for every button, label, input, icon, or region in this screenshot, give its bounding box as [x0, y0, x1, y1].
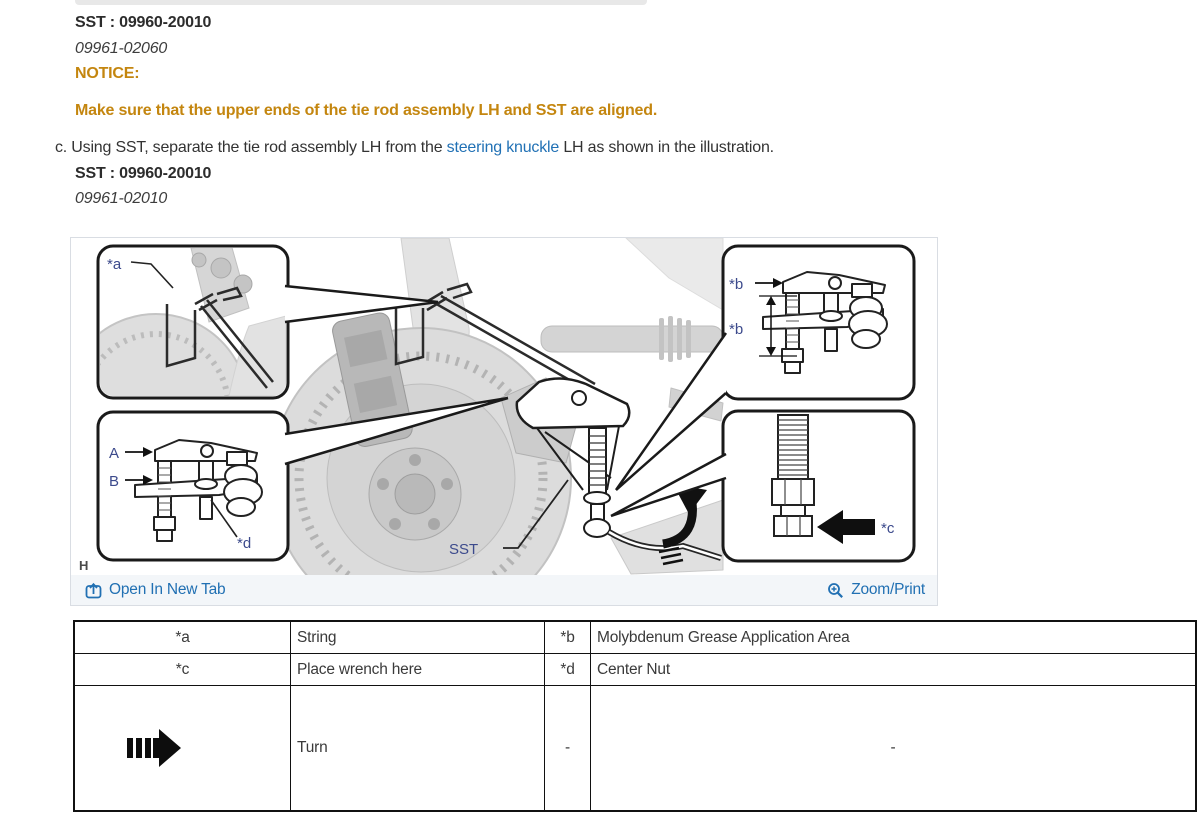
table-row: Turn - -: [73, 685, 1197, 812]
table-row: *c Place wrench here *d Center Nut: [73, 653, 1197, 686]
legend-table: *a String *b Molybdenum Grease Applicati…: [73, 620, 1197, 812]
open-in-new-tab-link[interactable]: Open In New Tab: [85, 581, 226, 599]
legend-key-b: *b: [544, 620, 591, 654]
callout-b1-label: *b: [729, 276, 743, 293]
steering-knuckle-link[interactable]: steering knuckle: [446, 139, 560, 156]
legend-key-turn: [73, 685, 291, 812]
legend-key-dash: -: [544, 685, 591, 812]
sst-part-1: 09961-02060: [75, 40, 168, 57]
inset-wrench-detail: *c: [721, 409, 916, 563]
legend-key-d: *d: [544, 653, 591, 686]
legend-value-a: String: [290, 620, 545, 654]
notice-text: Make sure that the upper ends of the tie…: [75, 102, 658, 119]
figure-toolbar: Open In New Tab Zoom/Print: [71, 575, 937, 605]
step-c-text-before: Using SST, separate the tie rod assembly…: [71, 139, 447, 156]
step-c-text-after: LH as shown in the illustration.: [559, 139, 774, 156]
callout-d-label: *d: [237, 535, 251, 552]
notice-label: NOTICE:: [75, 65, 140, 82]
figure-h-label: H: [79, 558, 88, 573]
table-row: *a String *b Molybdenum Grease Applicati…: [73, 620, 1197, 654]
legend-key-c: *c: [73, 653, 291, 686]
label-a: A: [109, 445, 119, 462]
legend-value-c: Place wrench here: [290, 653, 545, 686]
tie-rod-separation-illustration: SST *a: [79, 238, 916, 575]
magnifier-plus-icon: [828, 582, 844, 598]
suspension-drawing: [270, 238, 724, 575]
label-b: B: [109, 473, 119, 490]
open-in-new-tab-label: Open In New Tab: [109, 581, 226, 598]
sst-code-1: SST : 09960-20010: [75, 14, 212, 31]
callout-wedges: [284, 284, 728, 518]
sst-part-2: 09961-02010: [75, 190, 168, 207]
callout-a-label: *a: [107, 256, 122, 273]
wrench-position-arrow: [817, 510, 875, 544]
sst-figure-label: SST: [449, 541, 478, 558]
legend-value-d: Center Nut: [590, 653, 1197, 686]
top-gray-strip: [75, 0, 647, 5]
turn-arrow-icon: [127, 729, 181, 767]
legend-key-a: *a: [73, 620, 291, 654]
step-c-line: c. Using SST, separate the tie rod assem…: [55, 139, 774, 157]
zoom-print-link[interactable]: Zoom/Print: [827, 581, 925, 599]
zoom-print-label: Zoom/Print: [851, 581, 925, 598]
callout-c-label: *c: [881, 520, 895, 537]
inset-string-detail: *a: [96, 244, 290, 400]
step-c-marker: c.: [55, 139, 68, 156]
inset-tool-detail-ab: A B *d: [96, 410, 290, 562]
sst-code-2: SST : 09960-20010: [75, 165, 212, 182]
figure-container: SST *a: [70, 237, 938, 606]
legend-value-dash: -: [590, 685, 1197, 812]
callout-b2-label: *b: [729, 321, 743, 338]
legend-value-b: Molybdenum Grease Application Area: [590, 620, 1197, 654]
legend-value-turn: Turn: [290, 685, 545, 812]
sst-tool-drawing: SST: [449, 377, 722, 566]
open-in-new-tab-icon: [85, 582, 102, 598]
inset-tool-detail-b: *b *b: [721, 244, 916, 401]
